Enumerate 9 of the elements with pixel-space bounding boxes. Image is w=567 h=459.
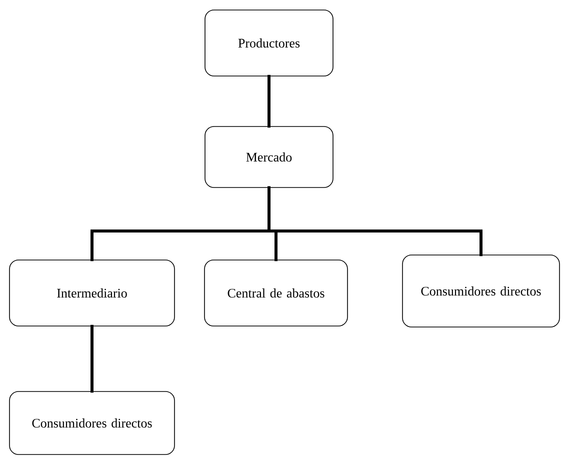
process-box: Central de abastos	[204, 260, 348, 326]
process-box: Consumidores directos	[402, 254, 560, 328]
process-box: Intermediario	[9, 260, 175, 326]
connector-line	[268, 74, 270, 128]
process-box: Consumidores directos	[9, 391, 175, 455]
connector-line	[90, 324, 94, 393]
process-box: Productores	[204, 10, 334, 76]
process-box: Mercado	[204, 126, 334, 188]
connector-line	[268, 186, 482, 256]
